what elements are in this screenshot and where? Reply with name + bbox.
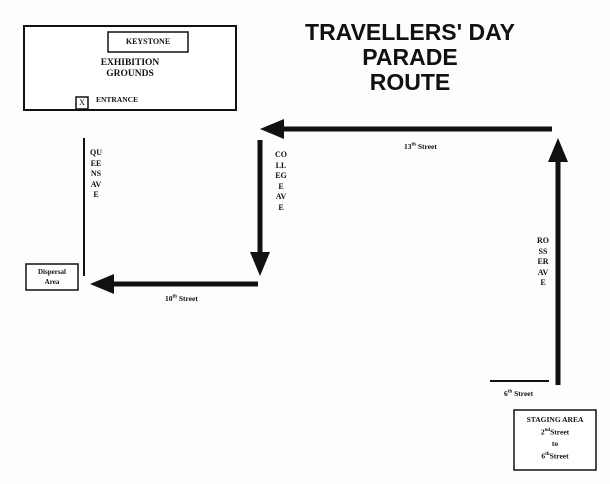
10th-street-arrow-head	[90, 274, 114, 294]
entrance-label: ENTRANCE	[96, 95, 139, 104]
staging-area-label: STAGING AREA 2ndStreet to 6thStreet	[514, 414, 596, 461]
title-line-1: TRAVELLERS' DAY	[305, 19, 515, 45]
staging-area-box	[513, 409, 597, 471]
10th-street-word: Street	[178, 294, 198, 303]
10th-street-number: 10	[165, 294, 173, 303]
rosser-ave-arrow-head	[548, 138, 568, 162]
10th-street-label: 10th Street	[165, 294, 198, 303]
exhibition-grounds-label: EXHIBITION GROUNDS	[90, 58, 170, 80]
staging-to-street-word: Street	[549, 451, 569, 460]
keystone-box	[107, 31, 189, 53]
title-line-3: ROUTE	[369, 69, 451, 95]
staging-from-suffix: nd	[544, 428, 551, 433]
keystone-label: KEYSTONE	[125, 37, 171, 46]
map-title: TRAVELLERS' DAY PARADE ROUTE	[290, 20, 530, 95]
exhibition-line-2: GROUNDS	[106, 69, 154, 79]
staging-from: 2ndStreet	[514, 425, 596, 438]
exhibition-line-1: EXHIBITION	[100, 58, 160, 68]
rosser-ave-label: ROSSER AVE	[537, 236, 549, 287]
queens-ave-label: QUEENS AVE	[90, 148, 102, 199]
6th-street-label: 6th Street	[504, 389, 533, 398]
college-ave-arrow-head	[250, 252, 270, 276]
dispersal-area-label: Dispersal Area	[26, 267, 78, 287]
10th-street-suffix: th	[172, 294, 177, 300]
entrance-marker-box	[75, 96, 89, 110]
6th-street-number: 6	[504, 389, 508, 398]
entrance-x-mark: X	[79, 98, 85, 107]
13th-street-number: 13	[404, 142, 412, 151]
staging-to-suffix: th	[545, 451, 550, 457]
college-ave-label: COLLEGE AVE	[275, 150, 287, 212]
dispersal-line-1: Dispersal	[38, 268, 66, 276]
13th-street-label: 13th Street	[404, 142, 437, 151]
staging-to-number: 6	[541, 451, 546, 460]
staging-from-number: 2	[540, 427, 545, 437]
staging-to-word: to	[551, 438, 559, 448]
13th-street-word: Street	[417, 142, 437, 151]
13th-street-arrow-head	[260, 119, 284, 139]
dispersal-area-box	[25, 263, 79, 291]
6th-street-word: Street	[514, 389, 534, 398]
6th-street-suffix: th	[507, 389, 513, 395]
staging-title: STAGING AREA	[526, 415, 584, 424]
staging-to: 6thStreet	[514, 449, 596, 462]
staging-from-word: Street	[550, 427, 570, 437]
13th-street-suffix: th	[411, 142, 416, 148]
title-line-2: PARADE	[362, 44, 458, 70]
dispersal-line-2: Area	[44, 278, 60, 286]
